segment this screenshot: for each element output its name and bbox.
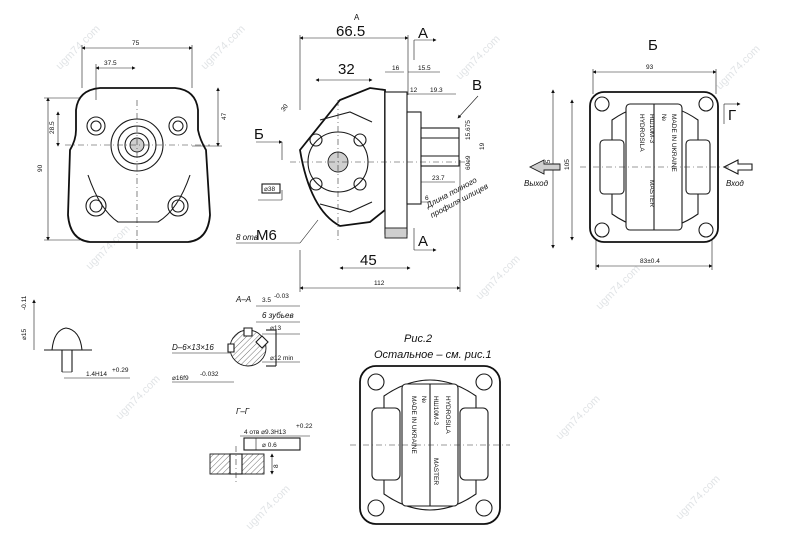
gg-pos: ⌀ 0.6 [262, 442, 277, 449]
watermark-text: ugm74.com [244, 483, 293, 532]
key-dim-14: 1.4H14 [86, 371, 107, 378]
dim-45: 45 [360, 252, 377, 269]
watermark-text: ugm74.com [454, 33, 503, 82]
dim-112: 112 [374, 280, 385, 287]
top-plate-master: MASTER [648, 180, 655, 207]
watermark-text: ugm74.com [114, 373, 163, 422]
gg-holes-tol: +0.22 [296, 423, 313, 430]
top-plate-brand: HYDROSILA [638, 114, 645, 152]
section-gg-title: Г–Г [236, 407, 250, 416]
dim-193: 19.3 [430, 87, 443, 94]
dim-30: 30 [280, 103, 290, 113]
aa-dim-35-tol: -0.03 [274, 293, 289, 300]
dim-12: 12 [410, 87, 418, 94]
aa-spline: D–6×13×16 [172, 343, 214, 352]
aa-dim-16: ⌀16f9 [172, 375, 189, 382]
watermark-text: ugm74.com [714, 43, 763, 92]
watermark-text: ugm74.com [474, 253, 523, 302]
dim-16: 16 [392, 65, 400, 72]
fig2-plate-brand: HYDROSILA [444, 396, 451, 434]
top-view-title: Б [648, 37, 658, 54]
label-section-a-top: A [418, 25, 428, 42]
aa-dim-13: ⌀13 [270, 325, 282, 332]
label-holes: 8 отв [236, 233, 258, 242]
label-in: Вход [726, 179, 744, 188]
watermark-text: ugm74.com [84, 223, 133, 272]
figure-2: Рис.2 Остальное – см. рис.1 MADE IN UKRA… [350, 333, 510, 525]
dim-6: 6 [425, 195, 429, 202]
top-plate-model: НШ10М-3 [648, 114, 655, 143]
label-detail-v: В [472, 77, 482, 94]
key-dim-14-tol: +0.29 [112, 367, 129, 374]
section-aa: А–А 3.5 -0.03 6 зубьев ⌀13 D–6×13×16 ⌀12… [172, 293, 300, 383]
dim-19: 19 [479, 142, 486, 150]
top-plate-made: MADE IN UKRAINE [670, 114, 677, 172]
top-plate-num: № [660, 114, 667, 121]
fig2-plate-master: MASTER [432, 458, 439, 485]
aa-teeth: 6 зубьев [262, 311, 294, 320]
key-view: ⌀15 -0.11 1.4H14 +0.29 [21, 295, 130, 379]
watermark-text: ugm74.com [54, 23, 103, 72]
dim-38: ⌀38 [264, 186, 276, 193]
dim-60: 60e9 [465, 155, 472, 170]
side-view: A 66.5 A A 32 16 15.5 12 19.3 В 15.675 1… [236, 13, 490, 292]
label-view-b: Б [254, 126, 264, 143]
dim-w375: 37.5 [104, 60, 117, 67]
watermark-text: ugm74.com [554, 393, 603, 442]
aa-dim-35: 3.5 [262, 297, 271, 304]
watermark-text: ugm74.com [199, 23, 248, 72]
dim-w75: 75 [132, 40, 140, 47]
label-top-marker: A [354, 13, 360, 22]
gg-depth: 8 [273, 464, 280, 468]
dim-155: 15.5 [418, 65, 431, 72]
dim-h90: 90 [37, 164, 44, 172]
key-dim-15: ⌀15 [21, 328, 28, 340]
dim-h47: 47 [221, 112, 228, 120]
label-gamma: Г [728, 107, 736, 124]
fig2-plate-made: MADE IN UKRAINE [410, 396, 417, 454]
watermark-text: ugm74.com [674, 473, 723, 522]
dim-93: 93 [646, 64, 654, 71]
top-view: Б 93 115 105 83±0.4 Г Выход Вход HYDROS [524, 37, 753, 270]
dim-32: 32 [338, 61, 355, 78]
key-dim-15-tol: -0.11 [21, 295, 28, 310]
aa-dim-16-tol: -0.032 [200, 371, 219, 378]
section-aa-title: А–А [235, 295, 251, 304]
section-gg: Г–Г 4 отв ⌀9.3H13 +0.22 ⌀ 0.6 8 [209, 407, 313, 482]
fig2-title: Рис.2 [404, 333, 432, 345]
label-section-a-bottom: A [418, 233, 428, 250]
gg-holes: 4 отв ⌀9.3H13 [244, 429, 286, 436]
dim-665: 66.5 [336, 23, 365, 40]
front-view: 75 37.5 90 28.5 47 [37, 40, 228, 250]
dim-237: 23.7 [432, 175, 445, 182]
fig2-plate-model: НШ10М-3 [432, 396, 439, 425]
dim-15675: 15.675 [465, 120, 472, 140]
label-out: Выход [524, 179, 549, 188]
dim-105: 105 [564, 159, 571, 170]
dim-83: 83±0.4 [640, 258, 660, 265]
fig2-subtitle: Остальное – см. рис.1 [374, 349, 492, 361]
dim-h285: 28.5 [49, 121, 56, 134]
label-thread: M6 [256, 227, 277, 244]
watermark-text: ugm74.com [594, 263, 643, 312]
aa-dim-12: ⌀12 min [270, 355, 294, 362]
fig2-plate-num: № [420, 396, 427, 403]
